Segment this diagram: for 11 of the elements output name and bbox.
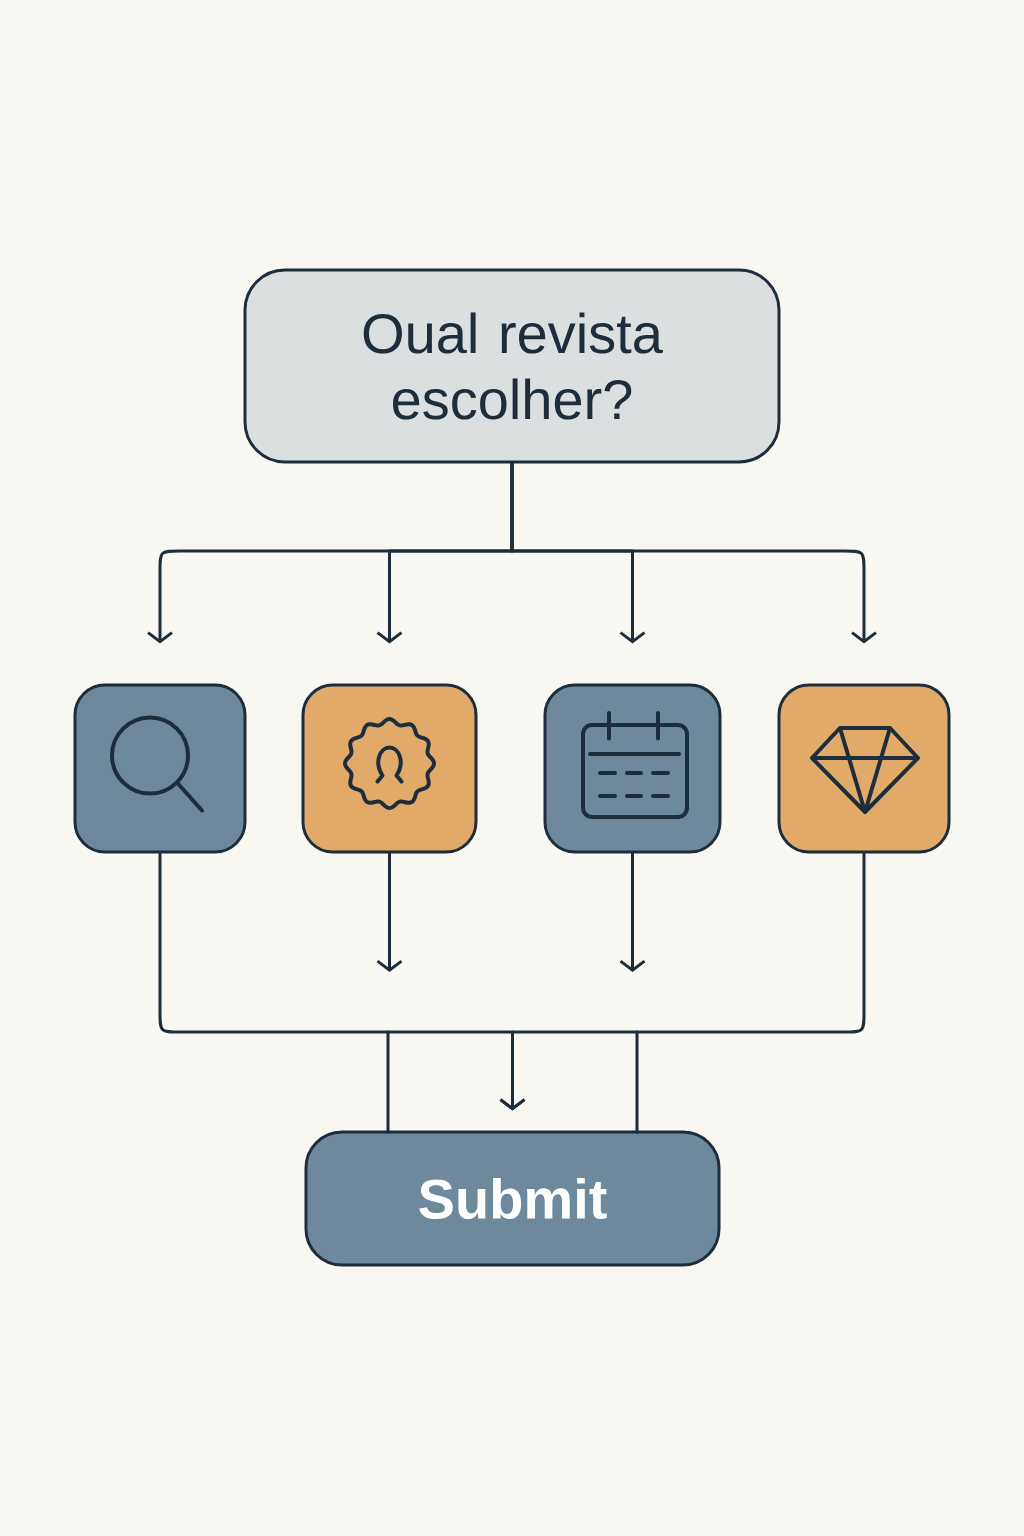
connector-line <box>635 1030 639 1134</box>
icon-tile <box>777 683 951 854</box>
button: Submit <box>304 1130 721 1267</box>
question-box: Oual revista escolher? <box>243 268 781 464</box>
connector-line <box>386 1030 390 1134</box>
arrow <box>499 852 866 1111</box>
arrow <box>376 852 403 972</box>
icon-tile <box>73 683 247 854</box>
arrow <box>619 852 646 972</box>
arrow <box>510 462 877 644</box>
icon-tile <box>301 683 478 854</box>
